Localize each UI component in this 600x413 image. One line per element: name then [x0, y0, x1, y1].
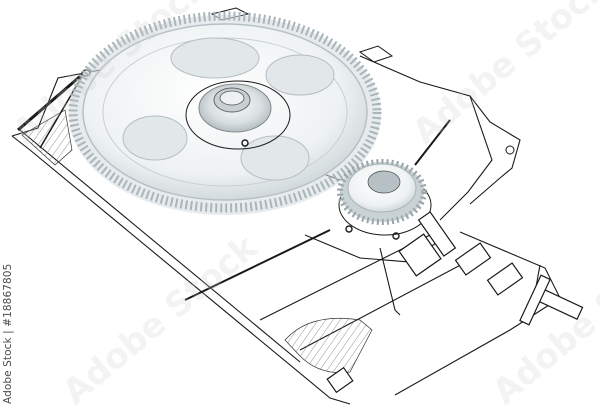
stock-credit-label: Adobe Stock | #18867805: [2, 263, 14, 404]
flange-bolts: [326, 211, 524, 394]
output-shaft: [519, 274, 584, 326]
large-spur-gear: [68, 11, 382, 215]
section-hatching-bottom: [284, 317, 373, 373]
pinion-gear: [337, 159, 432, 240]
